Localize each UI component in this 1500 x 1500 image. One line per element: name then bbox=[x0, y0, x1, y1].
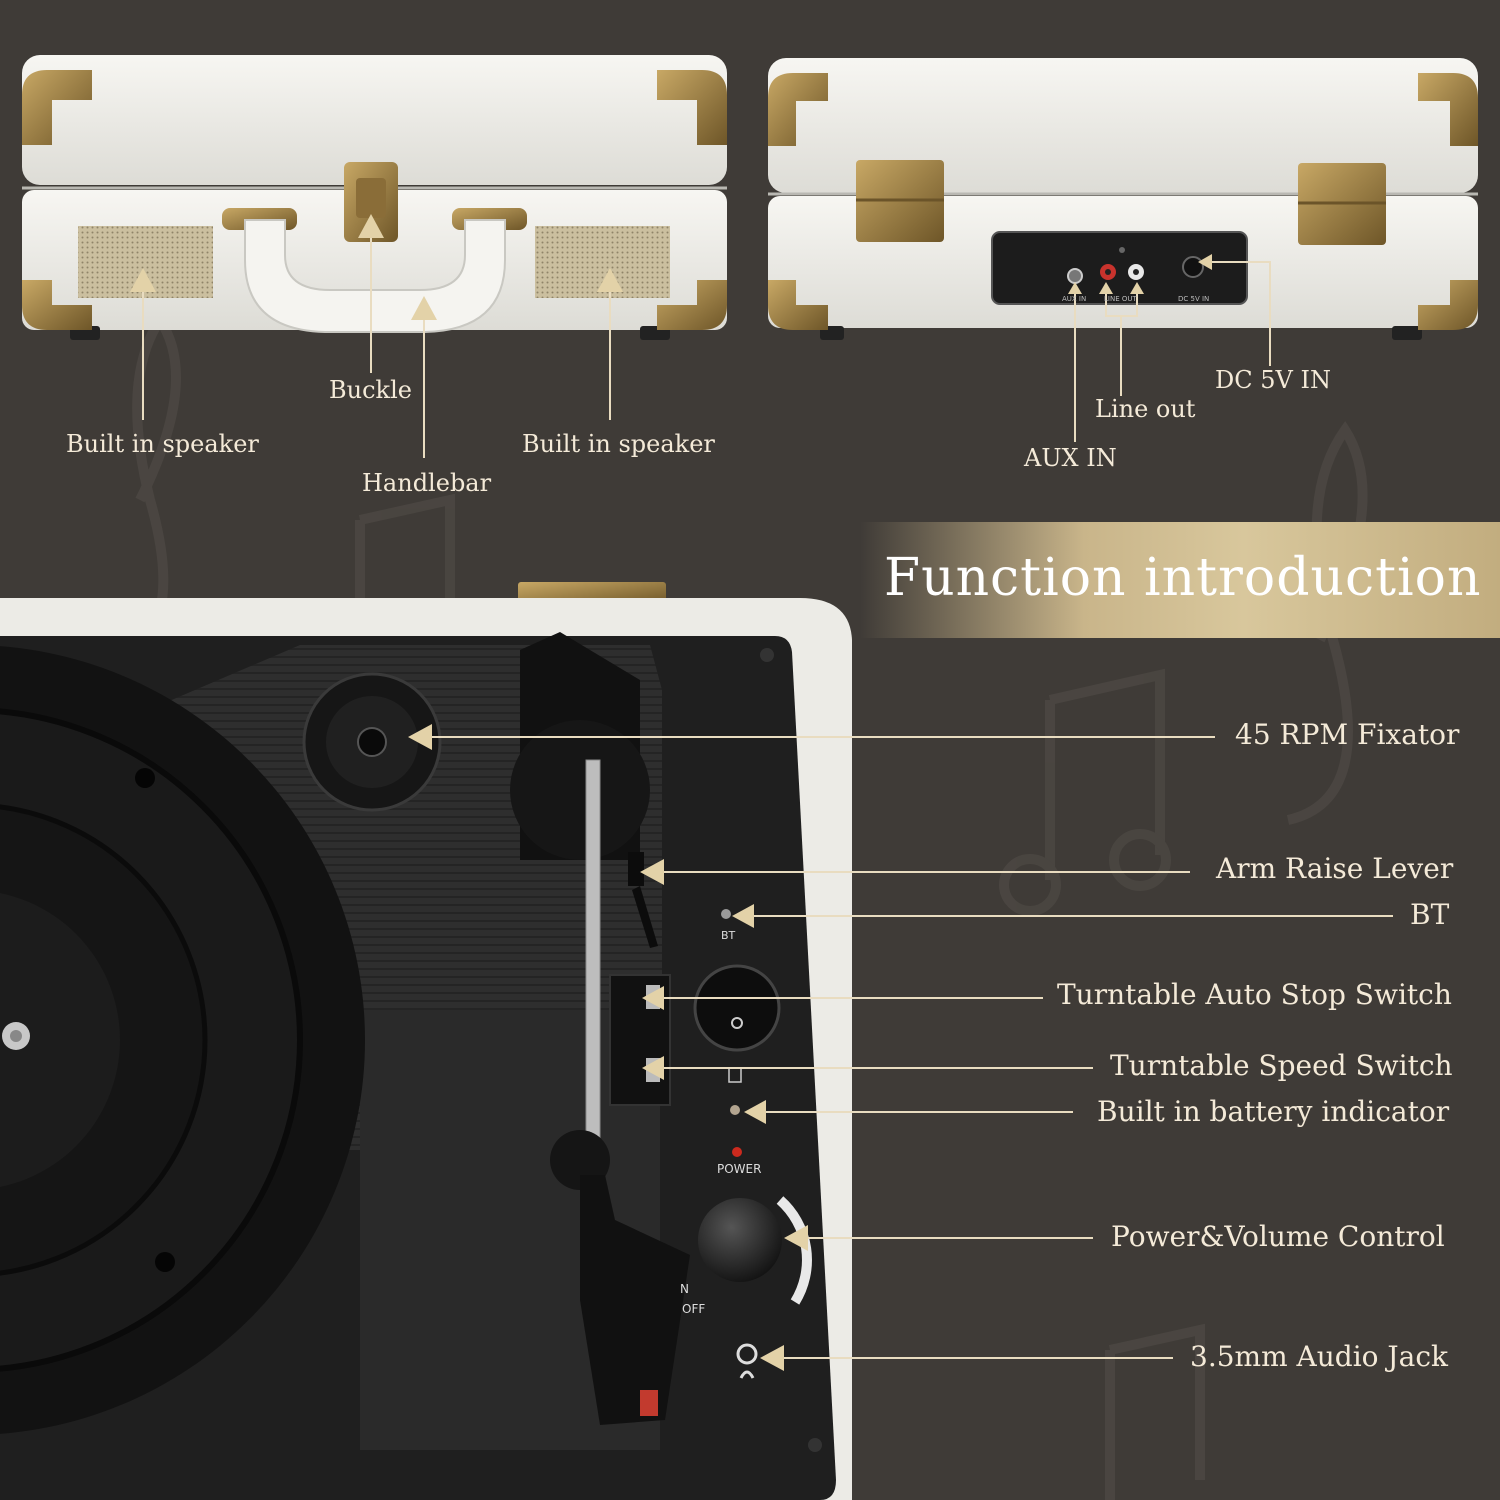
case-back-view bbox=[768, 58, 1478, 340]
battery-led bbox=[730, 1105, 740, 1115]
bt-print: BT bbox=[721, 929, 736, 942]
tonearm-tube bbox=[585, 759, 601, 1181]
label-audio-jack: 3.5mm Audio Jack bbox=[1190, 1340, 1448, 1373]
on-print: N bbox=[680, 1282, 689, 1296]
page-title: Function introduction bbox=[884, 548, 1482, 608]
case-front-view bbox=[22, 55, 727, 340]
leader-lines bbox=[142, 235, 1393, 1359]
audio-jack bbox=[736, 1343, 758, 1365]
label-power-volume-control: Power&Volume Control bbox=[1111, 1220, 1445, 1253]
label-built-in-speaker-right: Built in speaker bbox=[522, 430, 715, 458]
dc-in-print: DC 5V IN bbox=[1178, 295, 1210, 303]
aux-in-print: AUX IN bbox=[1062, 295, 1087, 303]
headshell bbox=[580, 1175, 690, 1425]
power-print: POWER bbox=[717, 1162, 762, 1176]
label-bt: BT bbox=[1410, 898, 1450, 931]
off-print: OFF bbox=[682, 1302, 706, 1316]
power-led bbox=[732, 1147, 742, 1157]
title-band bbox=[860, 522, 1500, 638]
line-out-print: LINE OUT bbox=[1104, 295, 1137, 303]
label-buckle: Buckle bbox=[329, 376, 412, 404]
label-aux-in: AUX IN bbox=[1024, 444, 1117, 472]
pointer-arrows bbox=[130, 214, 1212, 1371]
label-arm-raise-lever: Arm Raise Lever bbox=[1216, 852, 1454, 885]
volume-knob bbox=[698, 1198, 782, 1282]
label-handlebar: Handlebar bbox=[362, 469, 492, 497]
label-45-rpm-fixator: 45 RPM Fixator bbox=[1235, 718, 1460, 751]
label-dc-5v-in: DC 5V IN bbox=[1215, 366, 1331, 394]
dc-in-port bbox=[1182, 256, 1204, 278]
label-battery-indicator: Built in battery indicator bbox=[1097, 1095, 1450, 1128]
label-line-out: Line out bbox=[1095, 395, 1196, 423]
rocker-switch bbox=[693, 964, 781, 1052]
aux-in-port bbox=[1067, 268, 1083, 284]
bt-led bbox=[721, 909, 731, 919]
label-auto-stop-switch: Turntable Auto Stop Switch bbox=[1057, 978, 1452, 1011]
label-speed-switch: Turntable Speed Switch bbox=[1110, 1049, 1453, 1082]
turntable-top-view bbox=[0, 582, 852, 1500]
label-built-in-speaker-left: Built in speaker bbox=[66, 430, 259, 458]
